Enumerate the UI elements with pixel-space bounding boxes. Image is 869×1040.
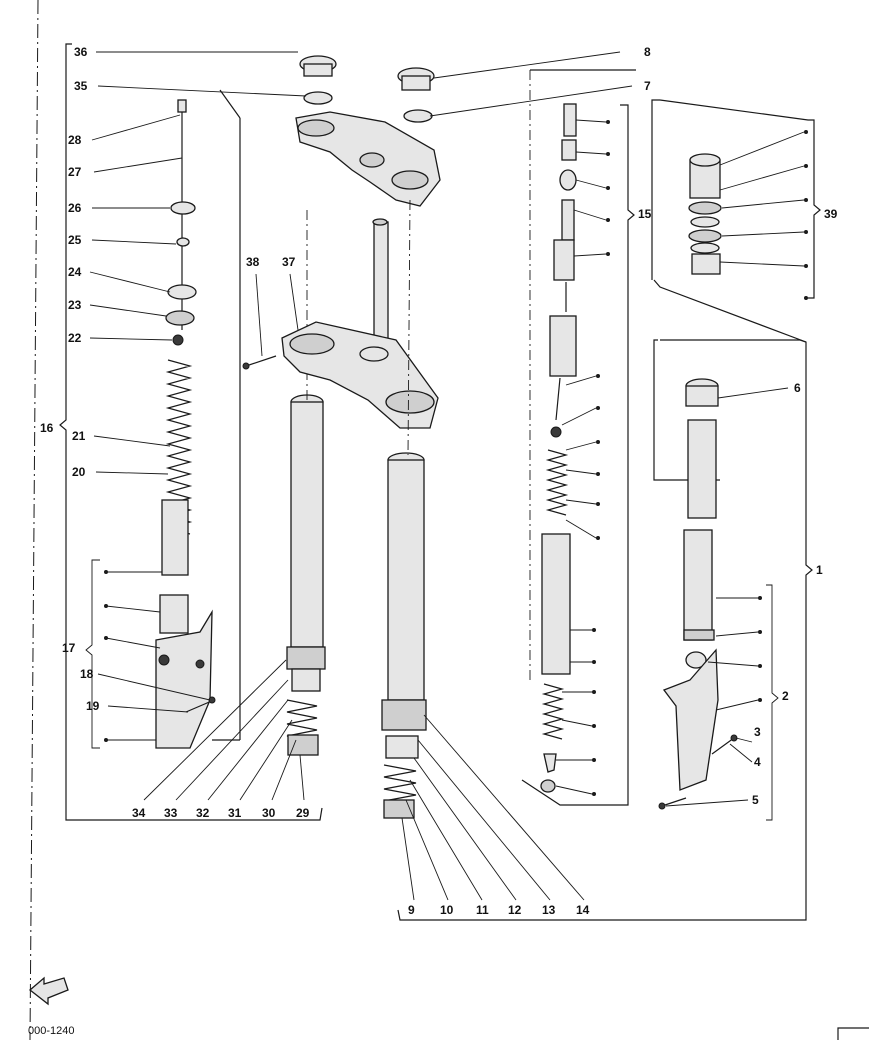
cap-bolts bbox=[299, 55, 435, 123]
callout-24: 24 bbox=[68, 265, 82, 279]
callout-1: 1 bbox=[816, 563, 823, 577]
callout-13: 13 bbox=[542, 903, 556, 917]
left-outer-tube bbox=[286, 210, 326, 756]
left-fork-assembly bbox=[59, 43, 323, 821]
callout-7: 7 bbox=[644, 79, 651, 93]
callout-10: 10 bbox=[440, 903, 454, 917]
callout-leaders bbox=[89, 51, 789, 807]
callout-27: 27 bbox=[68, 165, 82, 179]
callout-32: 32 bbox=[196, 806, 210, 820]
callout-38: 38 bbox=[246, 255, 260, 269]
callout-23: 23 bbox=[68, 298, 82, 312]
callout-35: 35 bbox=[74, 79, 88, 93]
callout-8: 8 bbox=[644, 45, 651, 59]
callout-15: 15 bbox=[638, 207, 652, 221]
damper-assembly-15 bbox=[521, 69, 636, 806]
steering-stem bbox=[242, 218, 439, 429]
callout-28: 28 bbox=[68, 133, 82, 147]
reference-code: 000-1240 bbox=[28, 1025, 75, 1037]
callout-17: 17 bbox=[62, 641, 76, 655]
callout-11: 11 bbox=[476, 903, 489, 917]
callout-22: 22 bbox=[68, 331, 82, 345]
front-arrow-icon bbox=[28, 976, 69, 1006]
margin-line bbox=[29, 0, 39, 1040]
callout-9: 9 bbox=[408, 903, 415, 917]
callout-labels: 36 35 28 27 26 25 24 23 22 16 21 20 17 1… bbox=[40, 45, 838, 917]
callout-14: 14 bbox=[576, 903, 590, 917]
callout-21: 21 bbox=[72, 429, 86, 443]
callout-31: 31 bbox=[228, 806, 242, 820]
callout-25: 25 bbox=[68, 233, 82, 247]
callout-3: 3 bbox=[754, 725, 761, 739]
callout-16: 16 bbox=[40, 421, 54, 435]
callout-19: 19 bbox=[86, 699, 100, 713]
callout-34: 34 bbox=[132, 806, 146, 820]
callout-12: 12 bbox=[508, 903, 522, 917]
callout-4: 4 bbox=[754, 755, 761, 769]
right-leg-assembly bbox=[397, 279, 813, 921]
callout-18: 18 bbox=[80, 667, 94, 681]
callout-30: 30 bbox=[262, 806, 276, 820]
callout-20: 20 bbox=[72, 465, 86, 479]
callout-26: 26 bbox=[68, 201, 82, 215]
right-outer-tube bbox=[143, 199, 585, 901]
callout-36: 36 bbox=[74, 45, 88, 59]
callout-29: 29 bbox=[296, 806, 310, 820]
callout-5: 5 bbox=[752, 793, 759, 807]
callout-33: 33 bbox=[164, 806, 178, 820]
callout-37: 37 bbox=[282, 255, 296, 269]
callout-6: 6 bbox=[794, 381, 801, 395]
subassembly-39 bbox=[651, 99, 821, 300]
upper-bracket bbox=[295, 111, 441, 207]
callout-2: 2 bbox=[782, 689, 789, 703]
callout-39: 39 bbox=[824, 207, 838, 221]
